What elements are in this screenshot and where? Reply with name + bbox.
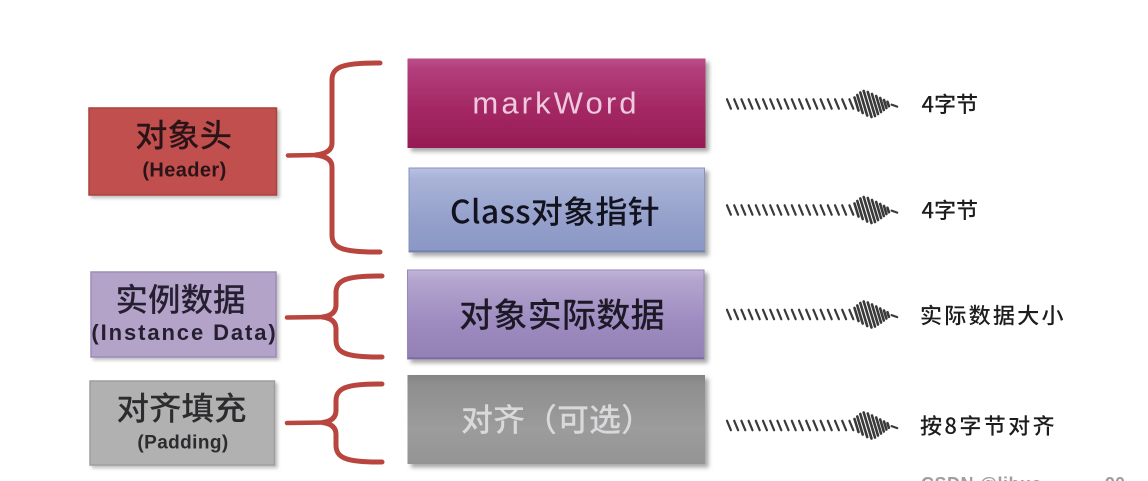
svg-text:CSDN @lihua: CSDN @lihua [921, 474, 1043, 481]
svg-text:markWord: markWord [472, 86, 639, 121]
svg-text:(Padding): (Padding) [137, 433, 228, 454]
svg-text:(Instance Data): (Instance Data) [91, 320, 277, 345]
svg-text:90: 90 [1105, 474, 1125, 481]
svg-text:(Header): (Header) [142, 159, 226, 181]
